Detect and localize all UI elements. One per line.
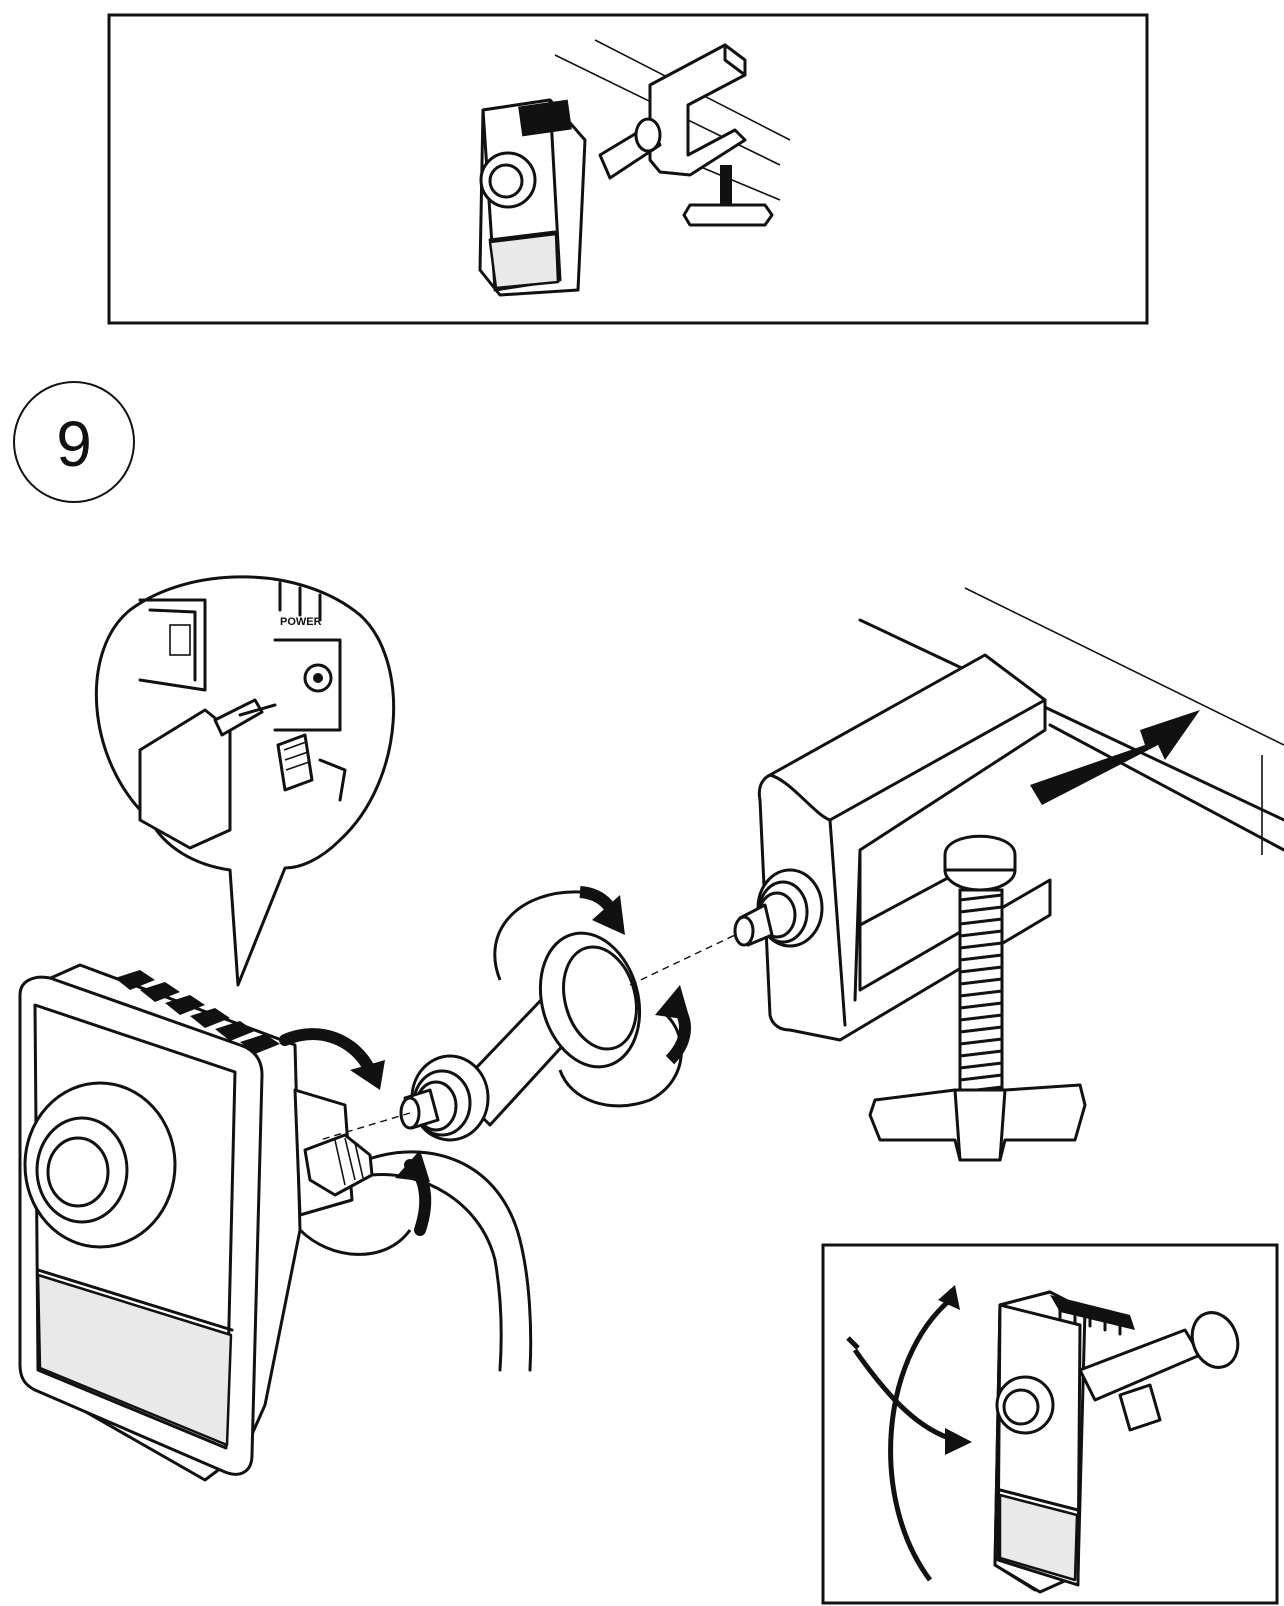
camera-clamped-to-edge-illustration [478,39,791,297]
push-arrow-icon [1030,710,1200,805]
power-port-label: POWER [280,616,322,628]
tilt-swivel-arrows-icon [846,1285,972,1582]
step-number-circle [13,381,135,503]
rotate-arrow-icon-arm [493,886,691,1108]
top-panel-frame [107,13,1149,325]
rotate-arrow-icon [279,1028,432,1256]
step-number: 9 [56,408,92,480]
alignment-line-2 [629,934,736,986]
step-number-badge: 9 [13,381,135,503]
wing-nut [868,1083,1087,1162]
alignment-line-1 [319,1112,411,1141]
power-port-zoom-callout: POWER [94,575,396,987]
c-clamp-icon [733,587,1284,1162]
power-plug [138,708,232,850]
screw-thread [959,893,1003,1094]
top-overview-panel [107,13,1149,325]
mount-arm-icon [399,931,642,1142]
tilt-adjust-inset-panel [821,1243,1279,1605]
camera-lens [46,1136,110,1208]
network-camera-icon [18,963,533,1482]
camera-vents [115,970,280,1054]
